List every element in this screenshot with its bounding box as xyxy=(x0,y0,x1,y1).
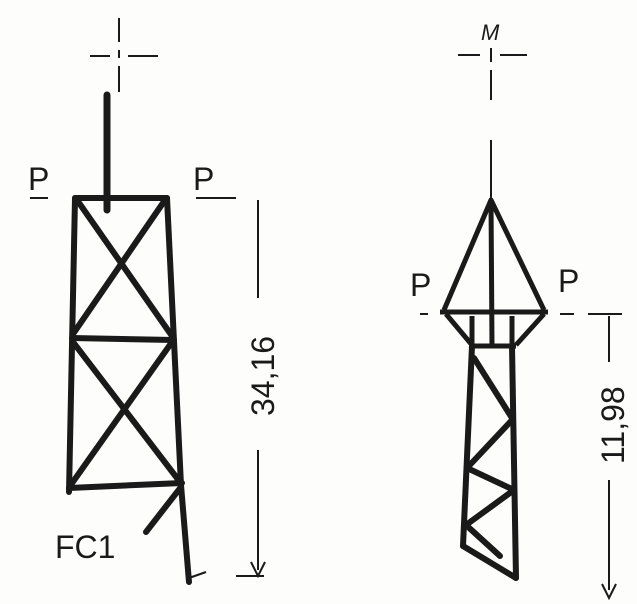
left-level-line xyxy=(30,197,264,577)
right-shaft xyxy=(460,343,519,581)
right-height-label: 11,98 xyxy=(595,386,631,464)
left-tower: P P 34,16 FC1 xyxy=(28,18,281,585)
left-tower-frame xyxy=(66,195,192,585)
right-platform xyxy=(440,309,548,349)
left-ground-tick xyxy=(188,571,207,579)
right-axis-crosshair xyxy=(458,48,527,198)
left-dimension-line xyxy=(250,200,266,579)
right-dimension-line xyxy=(601,316,617,601)
left-p-label-right: P xyxy=(193,161,214,197)
left-p-label-left: P xyxy=(28,161,49,197)
right-cone xyxy=(441,197,547,347)
left-axis-crosshair xyxy=(90,18,158,92)
right-top-mark: M xyxy=(481,20,500,45)
fc1-label: FC1 xyxy=(55,529,115,565)
left-height-label: 34,16 xyxy=(245,336,281,416)
right-tower: M xyxy=(410,20,631,601)
right-p-label-left: P xyxy=(410,267,431,303)
right-p-label-right: P xyxy=(558,263,579,299)
